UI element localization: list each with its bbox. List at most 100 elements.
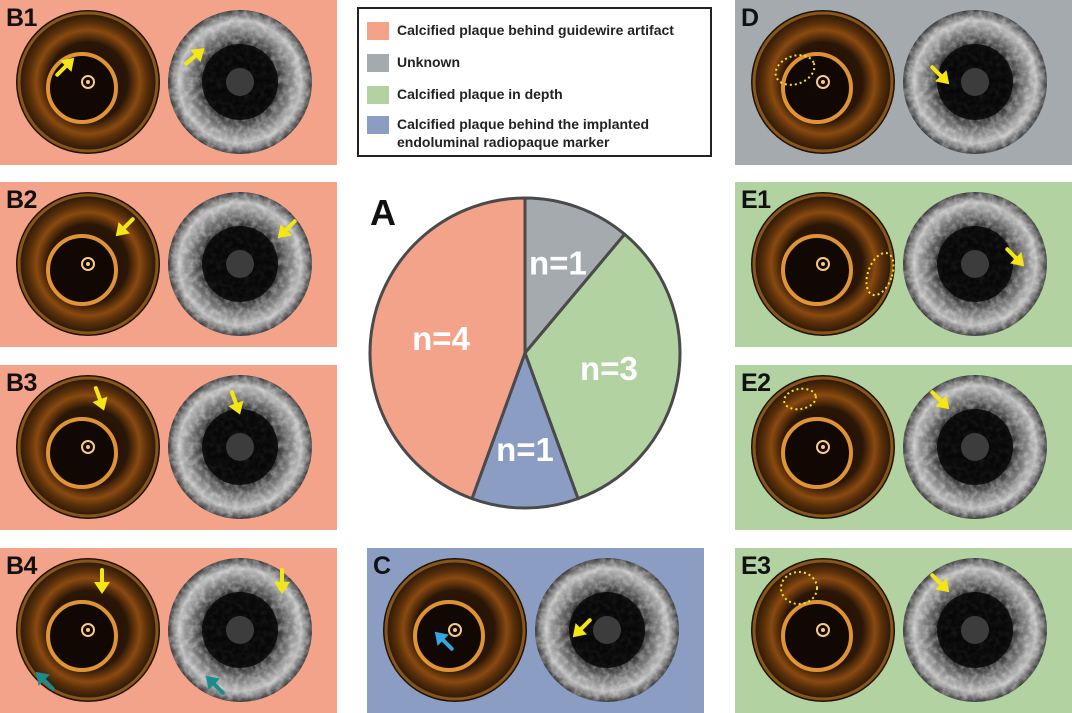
panel-b4-images [0,548,337,713]
catheter-icon [816,440,830,454]
panel-e1: E1 [735,182,1072,347]
panel-b4: B4 [0,548,337,713]
legend-item-unknown: Unknown [367,53,460,72]
legend: Calcified plaque behind guidewire artifa… [357,7,712,157]
oct-ring [17,11,159,153]
catheter-center-icon [86,80,90,84]
oct-ring [17,559,159,701]
panel-b1-images [0,0,337,165]
oct-vessel-wall [46,52,118,124]
oct-ring [17,193,159,335]
catheter-icon [816,75,830,89]
legend-item-guidewire: Calcified plaque behind guidewire artifa… [367,21,674,40]
panel-b1-label: B1 [6,4,37,32]
pie-slice-label: n=4 [412,320,470,357]
arrow-icon [277,219,297,239]
arrow-icon [35,671,55,691]
pie-slice-label: n=3 [580,350,638,387]
pie-slice [368,196,527,501]
ivus-catheter-icon [961,433,989,461]
panel-e3: E3 [735,548,1072,713]
oct-lumen [50,238,114,302]
catheter-icon [448,623,462,637]
region-ellipse [780,571,818,605]
panel-e1-images [735,182,1072,347]
panel-d: D [735,0,1072,165]
pie-slice [523,196,627,355]
legend-swatch-depth [367,86,389,104]
oct-vessel-wall [413,600,485,672]
catheter-center-icon [821,80,825,84]
oct-vessel-wall [46,600,118,672]
panel-a-label: A [370,192,396,233]
panel-b1: B1 [0,0,337,165]
ivus-catheter-icon [226,68,254,96]
ivus-catheter-icon [961,68,989,96]
ivus-catheter-icon [226,616,254,644]
panel-e2-label: E2 [741,369,771,397]
ivus-catheter-icon [593,616,621,644]
catheter-icon [816,257,830,271]
oct-lumen [785,421,849,485]
oct-ring [752,376,894,518]
panel-b2: B2 [0,182,337,347]
legend-label-guidewire: Calcified plaque behind guidewire artifa… [397,22,674,38]
panel-b3-images [0,365,337,530]
pie-slice-label: n=1 [496,431,554,468]
legend-label-depth: Calcified plaque in depth [397,86,563,102]
arrow-icon [205,675,225,695]
legend-label-unknown: Unknown [397,54,460,70]
arrow-icon [1005,247,1025,267]
oct-vessel-wall [46,234,118,306]
oct-lumen [50,604,114,668]
pie-slice-label: n=1 [529,245,587,282]
oct-lumen [785,604,849,668]
legend-swatch-marker [367,116,389,134]
region-ellipse [774,54,816,86]
arrow-icon [94,568,110,594]
catheter-center-icon [821,445,825,449]
ivus-catheter-icon [226,250,254,278]
arrow-icon [434,631,454,651]
oct-lumen [417,604,481,668]
catheter-center-icon [453,628,457,632]
catheter-icon [81,257,95,271]
panel-d-images [735,0,1072,165]
oct-ring [384,559,526,701]
arrow-icon [184,48,205,66]
arrow-icon [228,390,244,415]
panel-b2-label: B2 [6,186,37,214]
ivus-catheter-icon [961,250,989,278]
panel-c: C [367,548,704,713]
oct-vessel-wall [781,417,853,489]
panel-e2: E2 [735,365,1072,530]
panel-b3-label: B3 [6,369,37,397]
arrow-icon [115,217,135,237]
arrow-icon [55,57,75,77]
oct-ring [752,193,894,335]
legend-label-marker: Calcified plaque behind the implanted en… [397,116,650,150]
arrow-icon [274,568,290,594]
pie-slice [470,351,580,510]
panel-b4-label: B4 [6,552,37,580]
oct-vessel-wall [46,417,118,489]
catheter-center-icon [86,628,90,632]
arrow-icon [572,618,592,638]
arrow-icon [92,386,108,411]
arrow-icon [930,390,950,410]
ivus-catheter-icon [226,433,254,461]
region-ellipse [865,251,895,297]
catheter-icon [816,623,830,637]
panel-e1-label: E1 [741,186,771,214]
oct-lumen [50,56,114,120]
oct-ring [752,559,894,701]
oct-lumen [785,238,849,302]
panel-e2-images [735,365,1072,530]
catheter-center-icon [821,262,825,266]
legend-swatch-unknown [367,54,389,72]
panel-e3-images [735,548,1072,713]
catheter-center-icon [821,628,825,632]
oct-ring [17,376,159,518]
pie-slice [523,232,682,501]
arrow-icon [930,573,950,593]
